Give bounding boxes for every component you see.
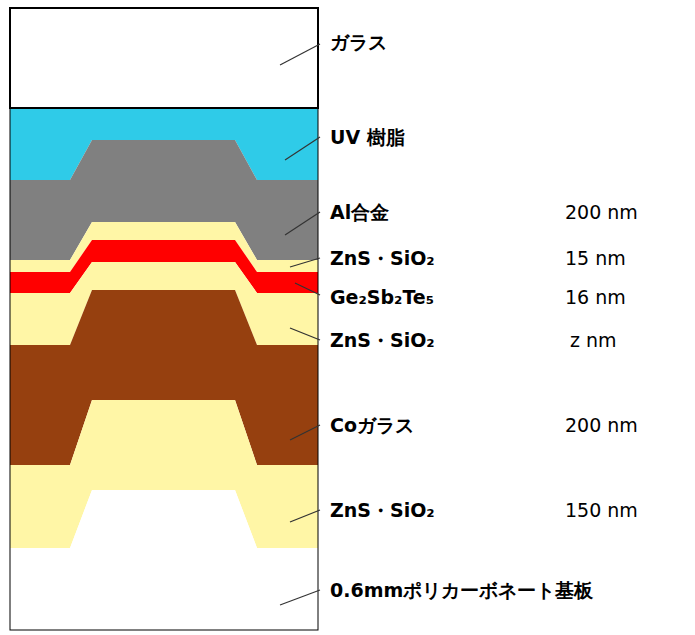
leader-line [280, 44, 320, 65]
leader-line [290, 425, 320, 440]
thickness-label: 150 nm [565, 499, 638, 522]
leader-line [290, 510, 320, 522]
layer-label: Al合金 [330, 201, 389, 224]
thickness-label: 200 nm [565, 201, 638, 224]
leader-line [285, 212, 320, 235]
stack-outline [10, 8, 318, 630]
glass-layer [10, 8, 318, 108]
layer-label: Ge₂Sb₂Te₅ [330, 286, 434, 309]
layer-label: ZnS・SiO₂ [330, 499, 435, 522]
layer-label: ZnS・SiO₂ [330, 329, 435, 352]
leader-line [285, 137, 320, 160]
thickness-label: 15 nm [565, 247, 626, 270]
layer-label: ガラス [330, 31, 387, 54]
thickness-label: 200 nm [565, 414, 638, 437]
glass-outline [10, 8, 318, 108]
leader-line [290, 258, 320, 267]
layer-label: 0.6mmポリカーボネート基板 [330, 579, 593, 602]
layer-label: UV 樹脂 [330, 126, 405, 149]
thickness-label: 16 nm [565, 286, 626, 309]
layer-label: Coガラス [330, 414, 414, 437]
leader-line [290, 328, 320, 340]
leader-line [295, 283, 320, 295]
substrate-layer [10, 490, 318, 630]
thickness-label: z nm [570, 329, 617, 352]
layer-label: ZnS・SiO₂ [330, 247, 435, 270]
leader-line [280, 590, 320, 605]
